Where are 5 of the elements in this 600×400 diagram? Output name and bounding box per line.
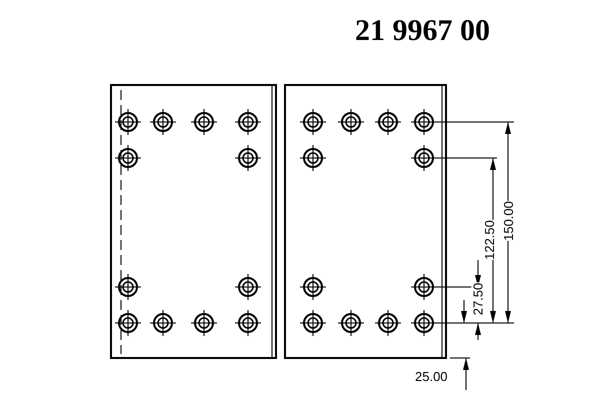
dimension-label: 27.50 (471, 282, 486, 316)
dimension-label: 150.00 (502, 201, 516, 241)
part-number: 21 9967 00 (355, 14, 490, 48)
dimension-label: 122.50 (482, 220, 497, 260)
dimension-label: 25.00 (415, 370, 448, 384)
